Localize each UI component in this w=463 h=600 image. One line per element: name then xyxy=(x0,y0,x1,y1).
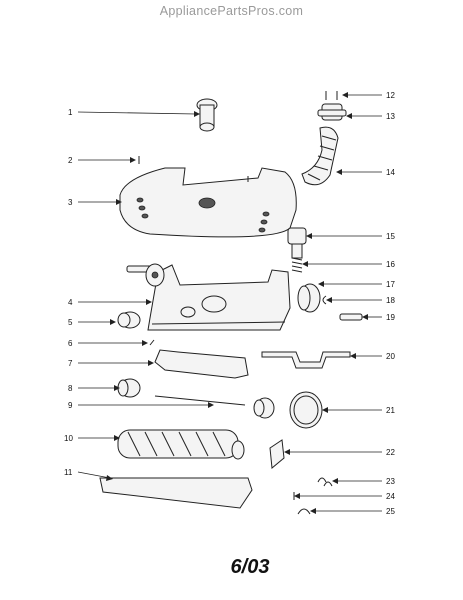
callout-10[interactable]: 10 xyxy=(64,434,73,443)
callout-9[interactable]: 9 xyxy=(68,401,73,410)
part-4-base[interactable] xyxy=(147,264,291,331)
part-1-fitting[interactable] xyxy=(196,98,218,132)
part-14-hose[interactable] xyxy=(301,126,339,186)
date-code: 6/03 xyxy=(230,556,270,578)
part-12-screws[interactable] xyxy=(325,91,338,100)
callout-18[interactable]: 18 xyxy=(386,296,395,305)
callout-17[interactable]: 17 xyxy=(386,280,395,289)
callout-22[interactable]: 22 xyxy=(386,448,395,457)
part-rear-wheel-left[interactable] xyxy=(145,263,165,287)
part-20-bracket[interactable] xyxy=(261,351,351,369)
part-15-valve[interactable] xyxy=(287,227,307,259)
callout-14[interactable]: 14 xyxy=(386,168,395,177)
callout-7[interactable]: 7 xyxy=(68,359,73,368)
part-21-belt[interactable] xyxy=(289,391,323,429)
part-wheel-right[interactable] xyxy=(253,397,275,419)
part-17-pulley[interactable] xyxy=(297,283,321,313)
callout-24[interactable]: 24 xyxy=(386,492,395,501)
callout-25[interactable]: 25 xyxy=(386,507,395,516)
part-13-connector[interactable] xyxy=(317,103,347,121)
callout-2[interactable]: 2 xyxy=(68,156,73,165)
part-3-hood[interactable] xyxy=(119,167,297,238)
part-5-wheel[interactable] xyxy=(117,311,141,329)
part-9-axle[interactable] xyxy=(154,395,246,406)
callout-13[interactable]: 13 xyxy=(386,112,395,121)
leader-lines xyxy=(77,92,382,514)
part-23-clips[interactable] xyxy=(317,477,333,487)
callout-numbers: 1 2 3 4 5 6 7 8 9 10 11 12 13 14 15 16 1… xyxy=(64,91,395,516)
callout-23[interactable]: 23 xyxy=(386,477,395,486)
part-19-pin[interactable] xyxy=(339,313,363,321)
part-18-clip[interactable] xyxy=(322,295,327,305)
part-6-pin[interactable] xyxy=(149,339,155,346)
part-25-spring-clip[interactable] xyxy=(297,508,311,515)
callout-5[interactable]: 5 xyxy=(68,318,73,327)
callout-1[interactable]: 1 xyxy=(68,108,73,117)
callout-20[interactable]: 20 xyxy=(386,352,395,361)
callout-11[interactable]: 11 xyxy=(64,468,73,477)
callout-15[interactable]: 15 xyxy=(386,232,395,241)
callout-16[interactable]: 16 xyxy=(386,260,395,269)
callout-21[interactable]: 21 xyxy=(386,406,395,415)
part-7-bottom-plate[interactable] xyxy=(154,349,249,379)
callout-3[interactable]: 3 xyxy=(68,198,73,207)
callout-8[interactable]: 8 xyxy=(68,384,73,393)
part-11-bumper[interactable] xyxy=(99,477,253,509)
part-22-clip[interactable] xyxy=(269,439,285,469)
callout-19[interactable]: 19 xyxy=(386,313,395,322)
callout-4[interactable]: 4 xyxy=(68,298,73,307)
part-8-wheel[interactable] xyxy=(117,378,141,398)
part-16-spring[interactable] xyxy=(291,257,303,273)
callout-6[interactable]: 6 xyxy=(68,339,73,348)
part-10-brushroll[interactable] xyxy=(117,429,245,460)
callout-12[interactable]: 12 xyxy=(386,91,395,100)
watermark: AppliancePartsPros.com xyxy=(159,4,304,18)
